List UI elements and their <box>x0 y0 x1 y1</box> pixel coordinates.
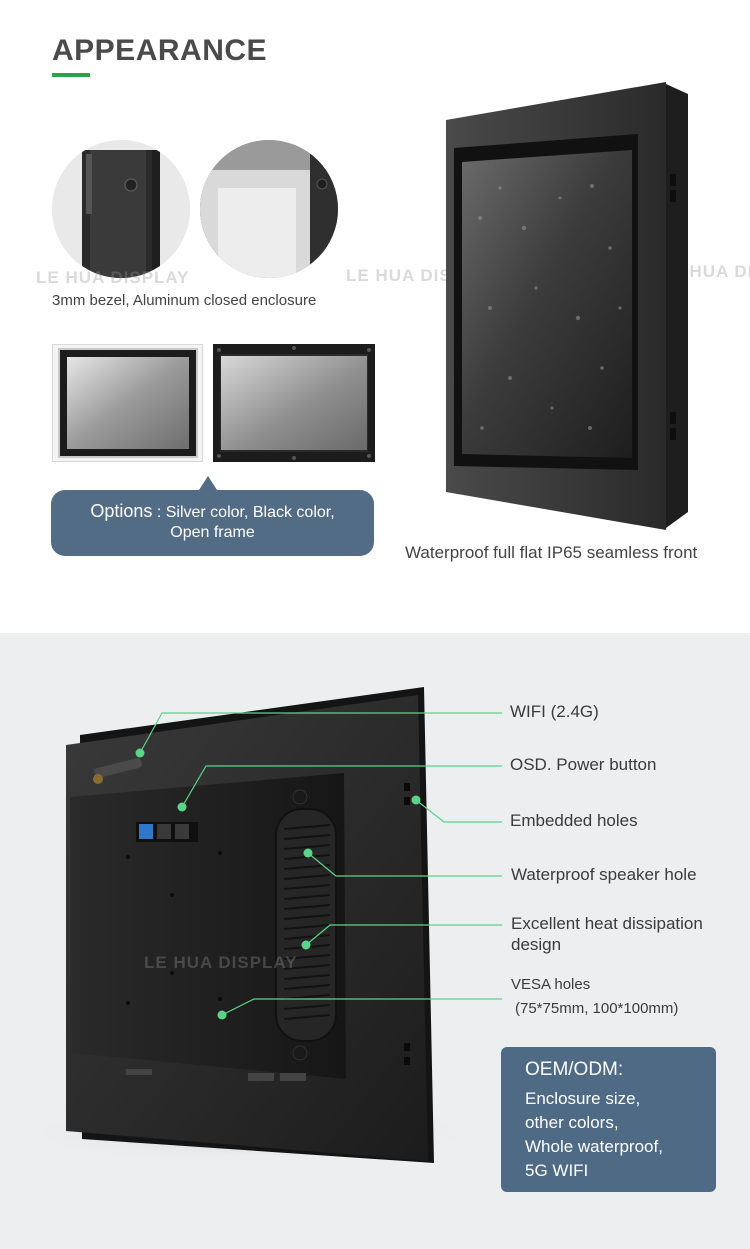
title-underline <box>52 73 90 77</box>
options-callout-pointer <box>199 476 217 490</box>
silver-option-image <box>52 344 203 462</box>
bezel-side-detail-image <box>52 140 190 278</box>
page-title: APPEARANCE <box>52 34 268 67</box>
bezel-corner-detail-image <box>200 140 338 278</box>
options-callout: Options : Silver color, Black color, Ope… <box>51 490 374 556</box>
oem-odm-callout: OEM/ODM: Enclosure size, other colors, W… <box>501 1047 716 1192</box>
osd-power-label: OSD. Power button <box>510 755 657 774</box>
monitor-rear-image <box>20 687 502 1163</box>
heat-dissipation-label-line1: Excellent heat dissipation <box>511 914 703 933</box>
vesa-holes-label: VESA holes <box>511 976 591 993</box>
oem-title: OEM/ODM: <box>525 1059 624 1080</box>
monitor-front-image <box>440 78 690 534</box>
watermark-text: LE HUA DISPLAY <box>36 268 190 287</box>
oem-item: Whole waterproof, <box>525 1137 663 1156</box>
speaker-hole-label: Waterproof speaker hole <box>511 865 697 884</box>
appearance-section: APPEARANCE LE HUA DISPLAY LE HUA DISPLAY… <box>36 34 750 562</box>
embedded-holes-label: Embedded holes <box>510 811 638 830</box>
wifi-label: WIFI (2.4G) <box>510 702 599 721</box>
rear-features-section: LE HUA DISPLAY WIFI (2.4G) OSD. Power bu… <box>0 633 750 1249</box>
oem-item: 5G WIFI <box>525 1161 589 1180</box>
bezel-caption: 3mm bezel, Aluminum closed enclosure <box>52 292 317 309</box>
options-colors: : Silver color, Black color, <box>152 504 335 521</box>
options-key: Options <box>90 501 153 521</box>
open-frame-option-image <box>213 344 375 462</box>
watermark-text: LE HUA DISPLAY <box>144 953 298 972</box>
front-caption: Waterproof full flat IP65 seamless front <box>405 543 698 562</box>
oem-item: Enclosure size, <box>525 1089 641 1108</box>
heat-dissipation-label-line2: design <box>511 935 562 954</box>
options-open-frame: Open frame <box>170 524 255 541</box>
oem-item: other colors, <box>525 1113 619 1132</box>
vesa-sizes-label: (75*75mm, 100*100mm) <box>515 1000 679 1017</box>
